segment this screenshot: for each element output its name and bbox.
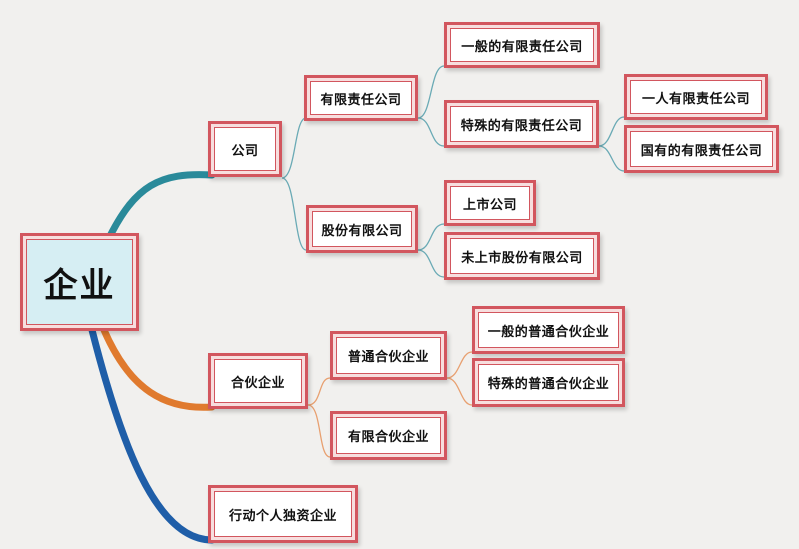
node-limited-partnership-label: 有限合伙企业 bbox=[336, 417, 441, 454]
branch-company bbox=[104, 171, 216, 244]
node-llc[interactable]: 有限责任公司 bbox=[304, 75, 418, 121]
node-joint-stock[interactable]: 股份有限公司 bbox=[306, 205, 418, 253]
branch-partnership bbox=[100, 326, 216, 411]
node-sole-proprietorship-label: 行动个人独资企业 bbox=[214, 491, 352, 537]
node-special-llc[interactable]: 特殊的有限责任公司 bbox=[444, 100, 599, 148]
node-llc-label: 有限责任公司 bbox=[310, 81, 412, 115]
node-special-llc-label: 特殊的有限责任公司 bbox=[450, 106, 593, 142]
connector-llc-special bbox=[417, 117, 445, 147]
connector-partner-general bbox=[307, 377, 331, 406]
node-ordinary-general-partnership-label: 一般的普通合伙企业 bbox=[478, 312, 619, 348]
node-partnership[interactable]: 合伙企业 bbox=[208, 353, 308, 409]
connector-general-special bbox=[446, 377, 473, 406]
node-listed-company[interactable]: 上市公司 bbox=[444, 180, 536, 226]
node-one-person-llc-label: 一人有限责任公司 bbox=[630, 80, 762, 114]
node-unlisted-joint-stock-label: 未上市股份有限公司 bbox=[450, 238, 594, 274]
node-company[interactable]: 公司 bbox=[208, 121, 282, 177]
connector-jointstock-listed bbox=[417, 223, 445, 251]
connector-special-oneperson bbox=[598, 116, 625, 147]
connectors-partnership bbox=[307, 351, 473, 458]
connectors-company bbox=[281, 65, 625, 278]
node-sole-proprietorship[interactable]: 行动个人独资企业 bbox=[208, 485, 358, 543]
root-label: 企业 bbox=[26, 239, 133, 325]
node-special-general-partnership-label: 特殊的普通合伙企业 bbox=[478, 364, 619, 401]
root-node[interactable]: 企业 bbox=[20, 233, 139, 331]
node-state-owned-llc[interactable]: 国有的有限责任公司 bbox=[624, 125, 779, 173]
node-general-llc[interactable]: 一般的有限责任公司 bbox=[444, 22, 600, 68]
node-unlisted-joint-stock[interactable]: 未上市股份有限公司 bbox=[444, 232, 600, 280]
node-special-general-partnership[interactable]: 特殊的普通合伙企业 bbox=[472, 358, 625, 407]
node-listed-company-label: 上市公司 bbox=[450, 186, 530, 220]
node-company-label: 公司 bbox=[214, 127, 276, 171]
node-general-partnership[interactable]: 普通合伙企业 bbox=[330, 331, 447, 380]
connector-company-jointstock bbox=[281, 177, 307, 251]
node-state-owned-llc-label: 国有的有限责任公司 bbox=[630, 131, 773, 167]
connector-company-llc bbox=[281, 117, 307, 179]
node-one-person-llc[interactable]: 一人有限责任公司 bbox=[624, 74, 768, 120]
node-ordinary-general-partnership[interactable]: 一般的普通合伙企业 bbox=[472, 306, 625, 354]
connector-general-ordinary bbox=[446, 351, 473, 379]
node-joint-stock-label: 股份有限公司 bbox=[312, 211, 412, 247]
node-partnership-label: 合伙企业 bbox=[214, 359, 302, 403]
connector-llc-general bbox=[417, 65, 445, 119]
node-general-partnership-label: 普通合伙企业 bbox=[336, 337, 441, 374]
connector-special-stateowned bbox=[598, 145, 625, 172]
connector-partner-limited bbox=[307, 404, 331, 458]
node-general-llc-label: 一般的有限责任公司 bbox=[450, 28, 594, 62]
branch-sole-proprietorship bbox=[88, 326, 216, 544]
connector-jointstock-unlisted bbox=[417, 249, 445, 278]
node-limited-partnership[interactable]: 有限合伙企业 bbox=[330, 411, 447, 460]
